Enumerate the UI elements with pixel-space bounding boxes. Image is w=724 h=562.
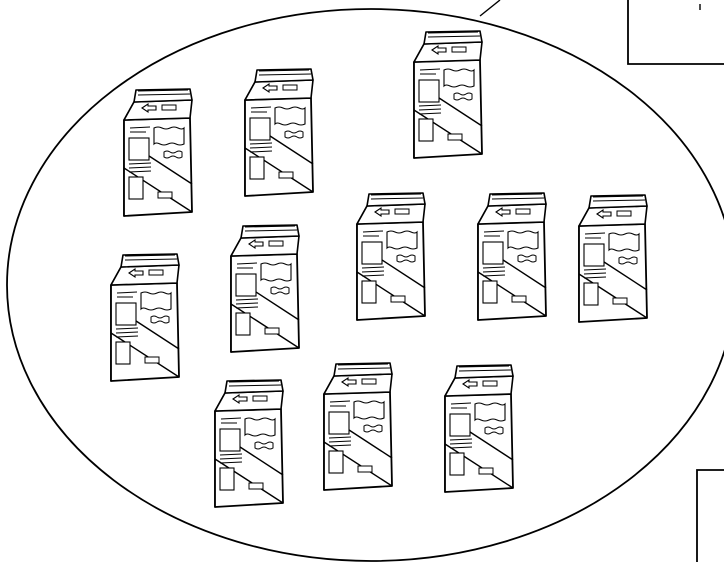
milk-carton-icon <box>445 365 513 492</box>
milk-carton-icon <box>111 254 179 381</box>
milk-carton-icon <box>414 31 482 158</box>
milk-carton-icon <box>231 225 299 352</box>
milk-carton-icon <box>579 195 647 322</box>
milk-carton-icon <box>245 69 313 196</box>
milk-carton-icon <box>324 363 392 490</box>
pointer-line <box>480 0 500 16</box>
partial-box-top <box>628 0 724 64</box>
milk-carton-icon <box>478 193 546 320</box>
milk-carton-icon <box>357 193 425 320</box>
milk-carton-icon <box>124 89 192 216</box>
milk-carton-icon <box>215 380 283 507</box>
partial-box-bottom <box>697 470 724 562</box>
